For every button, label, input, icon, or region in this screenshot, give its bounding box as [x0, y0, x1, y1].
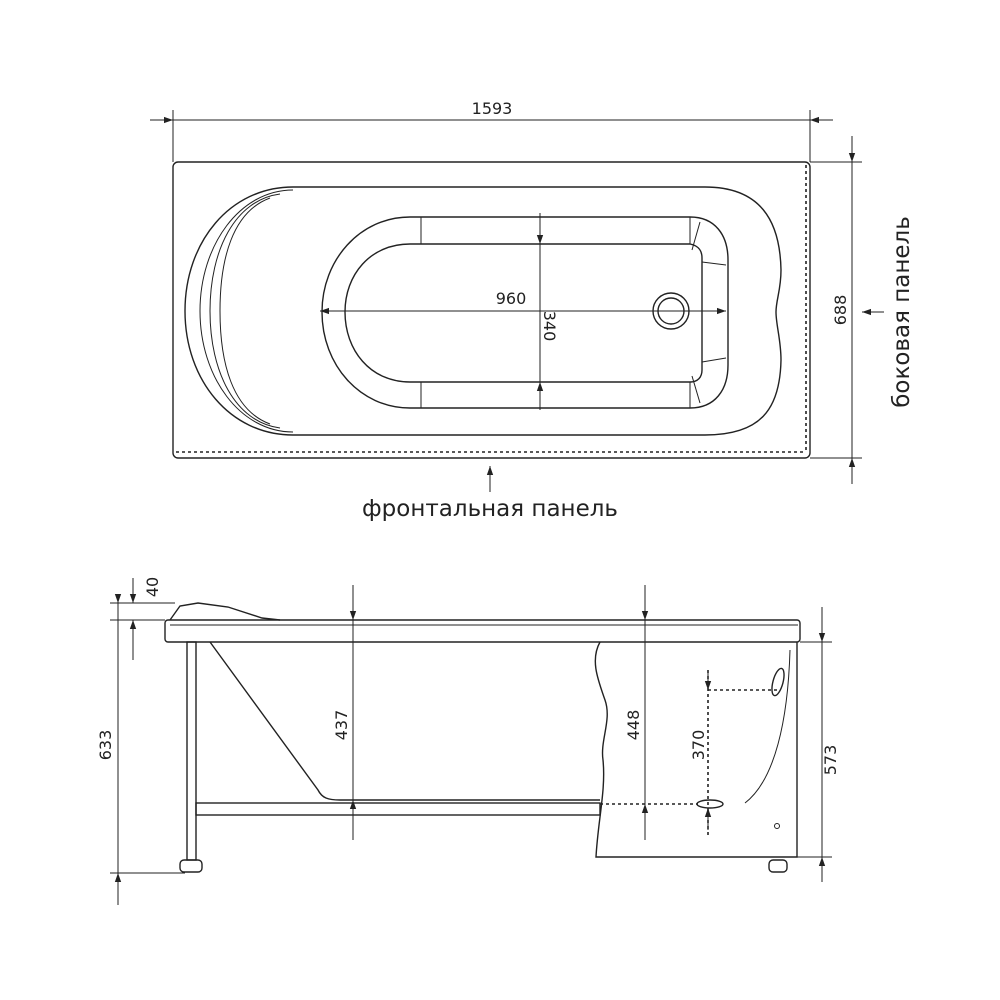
tub-rim [184, 186, 782, 436]
basin-outer [321, 216, 729, 409]
leg-left [186, 641, 197, 861]
foot-right [768, 859, 788, 873]
dim-total-height: 633 [96, 730, 115, 761]
frame-bar [195, 802, 601, 816]
overflow-icon [771, 667, 785, 697]
drain-side-icon [696, 799, 724, 809]
panel-cutout [594, 641, 798, 858]
side-view: 40 633 437 448 370 573 [96, 577, 840, 905]
headrest [169, 602, 281, 621]
dim-headrest-height: 40 [143, 577, 162, 597]
dim-overall-length: 1593 [472, 99, 513, 118]
side-panel-label: боковая панель [889, 216, 915, 408]
dim-panel-height: 573 [821, 745, 840, 776]
tub-rim-side [164, 619, 801, 643]
dim-overall-width: 688 [831, 295, 850, 326]
dim-inner-width: 340 [540, 311, 559, 342]
dim-overflow-height: 370 [689, 730, 708, 761]
foot-left [179, 859, 203, 873]
dim-inner-length: 960 [496, 289, 527, 308]
front-panel-label: фронтальная панель [362, 496, 618, 522]
dim-depth-left: 437 [332, 710, 351, 741]
tub-outline [172, 161, 811, 459]
top-view: 1593 688 960 340 боковая панель фронталь… [150, 99, 915, 522]
basin-floor [344, 243, 703, 383]
tub-body [209, 641, 600, 801]
dim-depth-right: 448 [624, 710, 643, 741]
